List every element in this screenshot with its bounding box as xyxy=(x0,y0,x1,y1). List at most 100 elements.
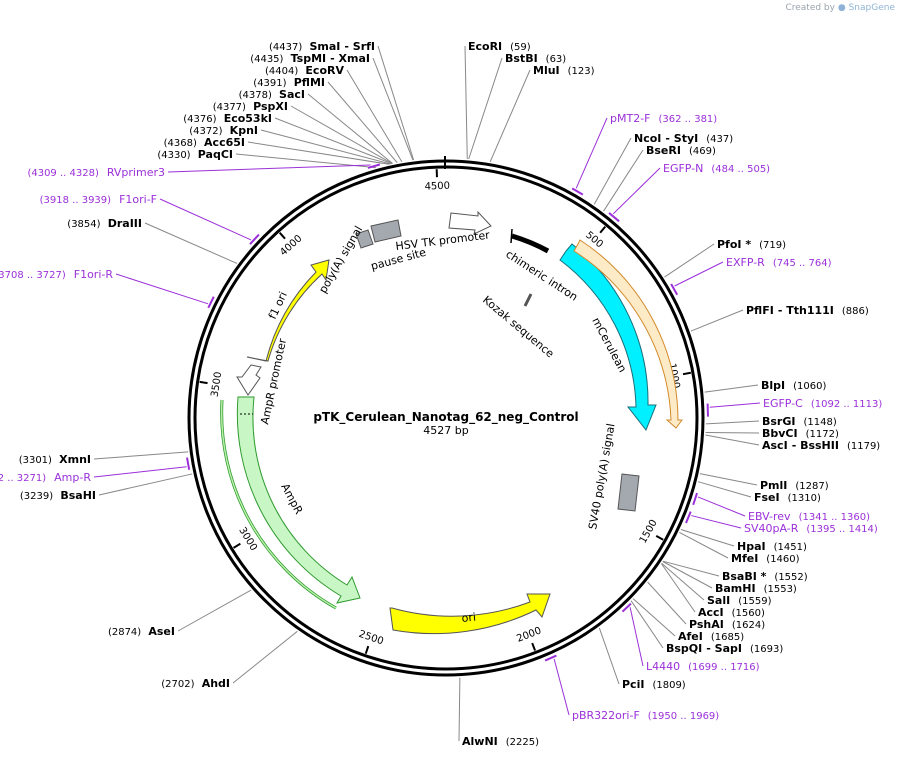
feature-kozak[interactable] xyxy=(523,293,533,307)
credit-brand: SnapGene xyxy=(848,3,895,13)
feature-pause-site[interactable] xyxy=(370,219,402,243)
leader-line xyxy=(704,384,759,393)
site-bamhi[interactable]: BamHI(1553) xyxy=(715,582,797,595)
primer-l4440[interactable]: L4440(1699 .. 1716) xyxy=(646,660,760,673)
site-mfei[interactable]: MfeI(1460) xyxy=(731,552,800,565)
feature-poly-a-signal[interactable] xyxy=(355,229,374,249)
site-smai[interactable]: (4437) SmaI- SrfI xyxy=(269,40,375,53)
tick-label: 1500 xyxy=(638,518,660,546)
leader-line xyxy=(709,402,761,408)
primer-amp-r[interactable]: (3252 .. 3271)Amp-R xyxy=(0,471,91,484)
site-pmli[interactable]: PmlI(1287) xyxy=(760,479,829,492)
site-label: (4376) Eco53kI xyxy=(183,112,272,125)
site-pfoi[interactable]: PfoI *(719) xyxy=(717,238,786,251)
site-saci[interactable]: (4378) SacI xyxy=(239,88,305,101)
primer-rvprimer3[interactable]: (4309 .. 4328)RVprimer3 xyxy=(27,166,165,179)
site-paqci[interactable]: (4330) PaqCI xyxy=(157,148,233,161)
leader-line xyxy=(629,607,644,667)
site-alwni[interactable]: AlwNI(2225) xyxy=(462,735,539,748)
site-ecori[interactable]: EcoRI(59) xyxy=(468,40,531,53)
feature-orf[interactable] xyxy=(573,239,683,429)
primer-mark xyxy=(544,654,557,662)
feature-ampr-promoter[interactable] xyxy=(236,364,262,396)
site-mlui[interactable]: MluI(123) xyxy=(533,64,595,77)
feature-sv40-box[interactable] xyxy=(617,473,640,512)
primer-mark xyxy=(685,511,692,524)
site-label: MfeI(1460) xyxy=(731,552,800,565)
primer-egfp-n[interactable]: EGFP-N(484 .. 505) xyxy=(663,162,770,175)
site-hpai[interactable]: HpaI(1451) xyxy=(737,540,807,553)
primer-label: SV40pA-R(1395 .. 1414) xyxy=(744,522,878,535)
site-asei[interactable]: (2874) AseI xyxy=(108,625,175,638)
site-label: BseRI(469) xyxy=(646,144,716,157)
leader-line xyxy=(603,149,644,212)
leader-line xyxy=(458,677,461,742)
site-bseri[interactable]: BseRI(469) xyxy=(646,144,716,157)
site-bsrgi[interactable]: BsrGI(1148) xyxy=(762,415,837,428)
tick-mark xyxy=(364,645,370,655)
site-bsabi[interactable]: BsaBI *(1552) xyxy=(722,570,808,583)
site-afei[interactable]: AfeI(1685) xyxy=(678,630,744,643)
leader-line xyxy=(177,589,252,632)
site-pflmi[interactable]: (4391) PflMI xyxy=(253,76,325,89)
primer-mark xyxy=(207,296,215,309)
primer-egfp-c[interactable]: EGFP-C(1092 .. 1113) xyxy=(763,397,882,410)
site-xmni[interactable]: (3301) XmnI xyxy=(19,453,91,466)
site-label: AccI(1560) xyxy=(698,606,765,619)
site-pcii[interactable]: PciI(1809) xyxy=(622,678,686,691)
site-tspmi[interactable]: (4435) TspMI- XmaI xyxy=(250,52,370,65)
leader-line xyxy=(612,167,661,215)
leader-line xyxy=(705,434,760,446)
site-ahdi[interactable]: (2702) AhdI xyxy=(161,677,230,690)
feature-f1-ori[interactable] xyxy=(246,259,330,362)
primer-label: EGFP-N(484 .. 505) xyxy=(663,162,770,175)
site-labels: (4437) SmaI- SrfI(4435) TspMI- XmaI(4404… xyxy=(0,40,882,748)
site-asci[interactable]: AscI- BssHII(1179) xyxy=(762,439,880,452)
site-eco53ki[interactable]: (4376) Eco53kI xyxy=(183,112,272,125)
site-sali[interactable]: SalI(1559) xyxy=(707,594,772,607)
primer-exfp-r[interactable]: EXFP-R(745 .. 764) xyxy=(726,256,832,269)
site-pflfi[interactable]: PflFI- Tth111I(886) xyxy=(746,304,869,317)
feature-ori[interactable] xyxy=(389,593,551,635)
label-ori: ori xyxy=(461,611,477,625)
site-ncoi[interactable]: NcoI- StyI(437) xyxy=(634,132,733,145)
site-label: EcoRI(59) xyxy=(468,40,531,53)
leader-line xyxy=(575,117,608,189)
site-ecorv[interactable]: (4404) EcoRV xyxy=(265,64,344,77)
leader-line xyxy=(697,496,746,517)
leader-line xyxy=(489,69,531,162)
primer-pbr322ori-f[interactable]: pBR322ori-F(1950 .. 1969) xyxy=(572,709,719,722)
site-bspqi[interactable]: BspQI- SapI(1693) xyxy=(666,642,783,655)
site-bbvci[interactable]: BbvCI(1172) xyxy=(762,427,839,440)
site-label: BbvCI(1172) xyxy=(762,427,839,440)
primer-mark xyxy=(692,492,698,506)
primer-f1ori-r[interactable]: (3708 .. 3727)F1ori-R xyxy=(0,268,113,281)
primer-ebv-rev[interactable]: EBV-rev(1341 .. 1360) xyxy=(748,510,870,523)
primer-mark xyxy=(249,233,260,245)
site-draiii[interactable]: (3854) DraIII xyxy=(67,217,142,230)
site-pshai[interactable]: PshAI(1624) xyxy=(689,618,765,631)
tick-label: 3500 xyxy=(210,371,225,398)
site-acci[interactable]: AccI(1560) xyxy=(698,606,765,619)
site-label: PflFI- Tth111I(886) xyxy=(746,304,869,317)
primer-f1ori-f[interactable]: (3918 .. 3939)F1ori-F xyxy=(40,193,157,206)
site-bstbi[interactable]: BstBI(63) xyxy=(505,52,566,65)
site-kpni[interactable]: (4372) KpnI xyxy=(189,124,258,137)
primer-pmt2-f[interactable]: pMT2-F(362 .. 381) xyxy=(610,112,717,125)
leader-line xyxy=(632,598,676,637)
feature-mcerulean[interactable] xyxy=(559,243,657,431)
feature-ampr[interactable] xyxy=(236,396,361,604)
site-blpi[interactable]: BlpI(1060) xyxy=(761,379,826,392)
leader-line xyxy=(679,531,729,559)
feature-chimeric-intron[interactable] xyxy=(511,233,550,254)
site-bsahi[interactable]: (3239) BsaHI xyxy=(20,489,96,502)
leader-line xyxy=(159,198,252,241)
feature-hsv-tk-promoter[interactable] xyxy=(448,210,492,235)
site-label: BspQI- SapI(1693) xyxy=(666,642,783,655)
site-fsei[interactable]: FseI(1310) xyxy=(754,491,821,504)
site-pspxi[interactable]: (4377) PspXI xyxy=(213,100,288,113)
site-acc65i[interactable]: (4368) Acc65I xyxy=(164,136,245,149)
site-label: (3301) XmnI xyxy=(19,453,91,466)
primer-sv40pa-r[interactable]: SV40pA-R(1395 .. 1414) xyxy=(744,522,878,535)
